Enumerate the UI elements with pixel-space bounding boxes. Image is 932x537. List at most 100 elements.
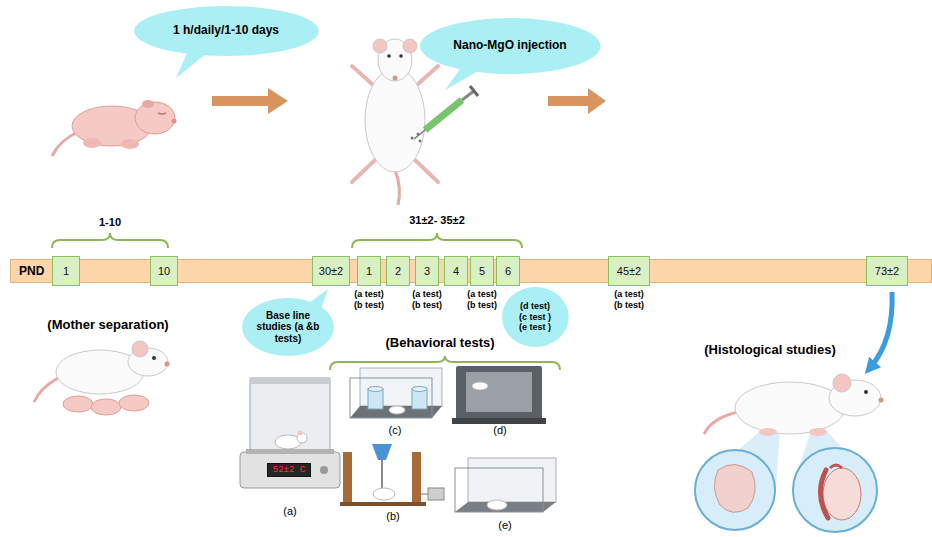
mother-mouse — [152, 356, 156, 360]
text-block: 1 — [63, 265, 69, 277]
novel-object-box — [350, 378, 432, 418]
syringe — [414, 130, 425, 139]
panel-label: (d) — [493, 424, 506, 437]
speech-bubble: Nano-MgO injection — [420, 18, 601, 74]
node-text: 6 — [505, 265, 511, 277]
injected-mouse — [373, 39, 387, 53]
day-box: 10 — [150, 256, 178, 286]
newborn-pup — [52, 100, 177, 156]
test-label: (a test) — [354, 289, 384, 299]
bubble-shape — [502, 287, 569, 347]
node-text: Nano-MgO injection — [445, 39, 575, 53]
von-frey-apparatus — [343, 452, 352, 504]
text-block: 45±2 — [617, 265, 641, 277]
section-label: (Behavioral tests) — [385, 336, 494, 351]
histology-mouse — [704, 412, 738, 434]
panel-label: (b) — [386, 510, 399, 523]
von-frey-apparatus — [373, 488, 395, 500]
text-block: 1 — [366, 265, 372, 277]
day-box: 73±2 — [866, 256, 908, 286]
bubble-shape — [420, 18, 601, 74]
newborn-pup — [83, 138, 101, 148]
mother-mouse — [91, 399, 121, 415]
novel-object-box — [389, 406, 405, 414]
node-text: (c test ) — [511, 312, 559, 322]
temperature-display: 52±2 C — [267, 463, 311, 477]
text-block: PND — [11, 264, 44, 278]
day-box: 2 — [386, 256, 410, 286]
histology-mouse — [809, 428, 827, 436]
node-text: (e test ) — [511, 322, 559, 332]
von-frey-apparatus — [428, 488, 444, 500]
histology-mouse — [879, 398, 884, 403]
histology-arrow — [870, 292, 892, 368]
section-label: (Mother separation) — [47, 318, 168, 333]
open-field-box — [452, 366, 546, 424]
hot-plate — [250, 378, 330, 384]
speech-bubble: Base line studies (a &b tests) — [242, 298, 334, 356]
syringe — [425, 100, 462, 130]
test-label: (b test) — [354, 300, 384, 310]
range-label: 1-10 — [99, 216, 121, 229]
injected-mouse — [352, 160, 375, 182]
text-block: 30±2 — [319, 265, 343, 277]
injected-mouse — [352, 66, 372, 84]
histology-arrow — [870, 292, 892, 368]
von-frey-apparatus — [381, 460, 383, 488]
injected-mouse — [415, 160, 438, 182]
flow-arrow — [212, 88, 288, 114]
injected-mouse — [399, 54, 403, 58]
newborn-pup — [121, 139, 139, 149]
range-label: 31±2- 35±2 — [409, 214, 465, 227]
text-block: (d test)(c test )(e test ) — [511, 301, 559, 332]
von-frey-apparatus — [340, 444, 444, 506]
day-box: 30±2 — [312, 256, 350, 286]
node-text: 10 — [158, 265, 170, 277]
node-text: PND — [19, 264, 44, 278]
glass-box — [487, 500, 507, 510]
text-block: 52±2 C — [273, 465, 305, 475]
histology-mouse — [759, 428, 777, 436]
node-text: 73±2 — [875, 265, 899, 277]
bracket — [52, 233, 560, 370]
node-text: Base line studies (a &b tests) — [256, 310, 320, 345]
hot-plate — [250, 378, 330, 452]
test-label: (a test) — [614, 289, 644, 299]
bubble-shape — [134, 6, 319, 56]
injected-mouse — [352, 39, 438, 205]
mother-mouse — [132, 341, 148, 357]
hot-plate — [246, 449, 334, 454]
node-text: 2 — [395, 265, 401, 277]
day-box: 1 — [357, 256, 381, 286]
novel-object-box — [412, 387, 427, 392]
tissue-magnifier — [830, 465, 842, 468]
panel-label: (a) — [283, 505, 296, 518]
tissue-magnifier — [695, 450, 775, 530]
syringe — [470, 86, 478, 96]
text-block: 73±2 — [875, 265, 899, 277]
node-text: 1 h/daily/1-10 days — [159, 24, 292, 38]
open-field-box — [452, 418, 546, 424]
tissue-magnifier — [695, 448, 877, 532]
histology-mouse — [864, 390, 868, 394]
test-label: (b test) — [614, 300, 644, 310]
hot-plate — [240, 378, 340, 488]
flow-arrow — [548, 88, 606, 114]
node-text: 45±2 — [617, 265, 641, 277]
test-label: (b test) — [412, 300, 442, 310]
injected-mouse — [395, 170, 399, 205]
glass-box — [455, 458, 556, 512]
von-frey-apparatus — [340, 502, 426, 506]
von-frey-apparatus — [412, 452, 421, 504]
hot-plate — [240, 452, 340, 488]
panel-label: (e) — [498, 519, 511, 532]
injected-mouse — [418, 66, 438, 84]
syringe — [462, 91, 474, 100]
timeline-band: 11030±212345645±273±2PND — [10, 259, 932, 283]
day-box: 3 — [415, 256, 439, 286]
tissue-magnifier — [823, 468, 861, 520]
glass-box — [455, 468, 543, 512]
day-box: 45±2 — [608, 256, 650, 286]
bubble-shape — [242, 298, 334, 356]
newborn-pup — [142, 100, 154, 108]
